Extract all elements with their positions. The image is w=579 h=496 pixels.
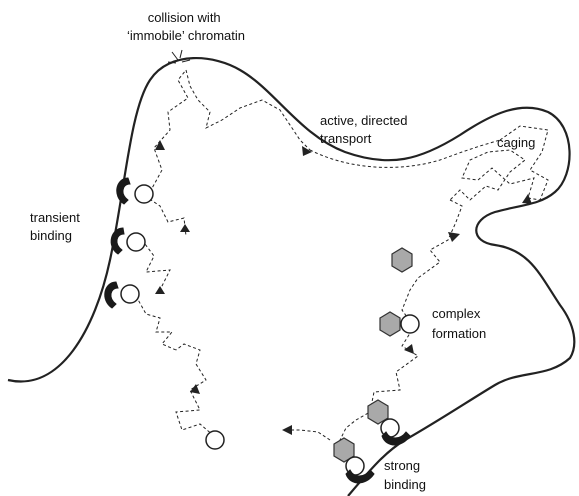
trajectory-transient-lower xyxy=(135,295,177,351)
protein-hexagon-1 xyxy=(391,247,413,273)
transient-binding-site-3 xyxy=(104,281,140,309)
trajectory-transient-upper xyxy=(144,195,187,237)
trajectory-strong-exit xyxy=(286,429,331,441)
transient-binding-site-1 xyxy=(116,177,154,205)
trajectory-bottom xyxy=(175,343,215,437)
transient-binding-site-2 xyxy=(110,227,146,255)
trajectory-transient-middle xyxy=(141,239,171,291)
label-strong-binding: strong binding xyxy=(384,458,426,492)
complex-particle xyxy=(400,314,420,334)
label-caging: caging xyxy=(497,135,535,150)
strong-binding-site-1 xyxy=(380,418,411,446)
strong-binding-site-2 xyxy=(345,456,375,484)
label-transient-binding: transient binding xyxy=(30,210,84,243)
free-particle xyxy=(205,430,225,450)
chromatin-boundary-line xyxy=(7,56,576,496)
collision-spark-icon xyxy=(167,49,191,64)
protein-hexagon-3 xyxy=(333,437,355,463)
label-directed-transport: active, directed transport xyxy=(320,113,411,146)
trajectory-to-complex xyxy=(401,199,463,325)
label-complex-formation: complex formation xyxy=(432,306,486,341)
label-collision: collision with ‘immobile’ chromatin xyxy=(127,10,245,43)
trajectory-directed-transport xyxy=(309,139,501,168)
arrowheads xyxy=(155,140,532,435)
protein-hexagon-complex xyxy=(379,311,401,337)
protein-hexagon-2 xyxy=(367,399,389,425)
trajectory-collision xyxy=(149,68,311,193)
trajectory-caging xyxy=(449,125,549,201)
